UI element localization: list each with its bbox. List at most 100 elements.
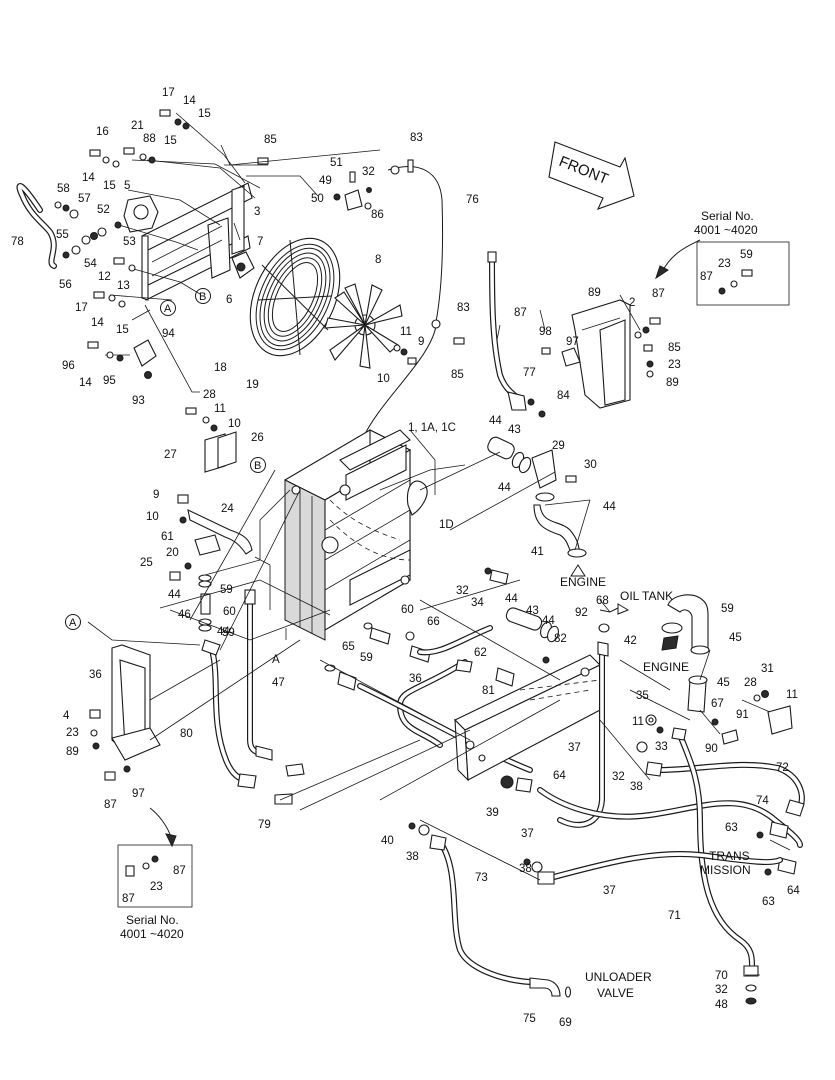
part-label: 9: [153, 489, 159, 501]
callout-a-top: A: [160, 300, 176, 316]
part-label: 89: [66, 746, 79, 758]
part-label: 5: [124, 180, 130, 192]
part-label: 64: [787, 885, 800, 897]
part-label: 88: [143, 133, 156, 145]
part-label: 61: [161, 531, 174, 543]
sensor-wire-76: [220, 144, 465, 441]
part-label: 53: [123, 236, 136, 248]
bracket-2: [541, 299, 661, 409]
part-label: 36: [89, 669, 102, 681]
part-label: 49: [319, 175, 332, 187]
part-label: 67: [711, 698, 724, 710]
part-label: 78: [11, 236, 24, 248]
hose-62-long: [357, 683, 533, 773]
fan-motor-bracket-group: [123, 182, 255, 301]
part-label: 44: [489, 415, 502, 427]
part-label: 36: [409, 673, 422, 685]
oil-tank-pipe-42: [599, 594, 710, 655]
part-label: 24: [221, 503, 234, 515]
part-label: 68: [596, 595, 609, 607]
fan-shroud-ring: [249, 237, 341, 357]
part-label: 3: [254, 206, 260, 218]
part-label: 95: [103, 375, 116, 387]
serial-note-box-top: [655, 239, 790, 306]
part-label: 23: [668, 359, 681, 371]
part-label: 39: [486, 807, 499, 819]
part-label: 76: [466, 194, 479, 206]
part-label: 27: [164, 449, 177, 461]
part-label: 43: [526, 605, 539, 617]
part-label: 4: [63, 710, 70, 722]
serial-note-box-bottom: [117, 807, 193, 908]
part-label: 59: [360, 652, 373, 664]
part-label: 51: [330, 157, 343, 169]
callout-a-lower: A: [65, 614, 81, 630]
part-label: 59: [740, 249, 753, 261]
part-label: 6: [226, 294, 232, 306]
part-label: 50: [311, 193, 324, 205]
part-label: 85: [668, 342, 681, 354]
part-label: 59: [721, 603, 734, 615]
part-label: 10: [377, 373, 390, 385]
hose-74: [537, 761, 805, 876]
part-label: 32: [362, 166, 375, 178]
part-label: 87: [173, 865, 186, 877]
part-label: 89: [666, 377, 679, 389]
part-label: 89: [588, 287, 601, 299]
part-label: 56: [59, 279, 72, 291]
part-label: 47: [272, 677, 285, 689]
part-label: 11: [400, 326, 412, 338]
part-label: 60: [401, 604, 414, 616]
part-label: 87: [122, 893, 135, 905]
part-label: 35: [636, 690, 649, 702]
part-label: 11: [214, 403, 226, 415]
part-label: 10: [228, 418, 241, 430]
serial-note-bottom-line1: Serial No.: [126, 913, 179, 927]
part-label: 52: [97, 204, 110, 216]
mission-label: MISSION: [700, 863, 751, 877]
hose-75: [671, 727, 759, 1005]
part-label: 96: [62, 360, 75, 372]
radiator-hose-1d: [406, 480, 428, 516]
part-label: 11: [632, 716, 644, 728]
part-label: 11: [786, 689, 798, 701]
part-label: 44: [498, 482, 511, 494]
part-label: 38: [519, 863, 532, 875]
engine-label-upper: ENGINE: [560, 575, 606, 589]
part-label: 28: [203, 389, 216, 401]
part-label: 7: [257, 236, 263, 248]
part-label: 58: [57, 183, 70, 195]
part-label: 46: [178, 609, 191, 621]
part-label: 63: [725, 822, 738, 834]
part-label: 92: [575, 607, 588, 619]
part-label: 1D: [439, 519, 454, 531]
small-washers-mid: [408, 714, 664, 873]
part-label: 29: [552, 440, 565, 452]
engine-label-lower: ENGINE: [643, 660, 689, 674]
part-label: 44: [217, 626, 230, 638]
part-label: 41: [531, 546, 544, 558]
part-label: 20: [166, 547, 179, 559]
radiator-core: [283, 429, 412, 641]
part-label: 59: [220, 584, 233, 596]
elbow-31: [687, 675, 793, 745]
leader-lines-main: [87, 294, 791, 976]
leader-lines-top-left: [105, 112, 319, 393]
part-label: 25: [140, 557, 153, 569]
part-label: 32: [456, 585, 469, 597]
part-label: 90: [705, 743, 718, 755]
part-label: 48: [715, 999, 728, 1011]
part-label: 23: [66, 727, 79, 739]
part-label: 74: [756, 795, 769, 807]
part-label: 60: [223, 606, 236, 618]
part-label: 15: [103, 180, 116, 192]
part-label: 80: [180, 728, 193, 740]
serial-note-top-line1: Serial No.: [701, 209, 754, 223]
part-label: 16: [96, 126, 109, 138]
part-label: 31: [761, 663, 774, 675]
part-label: 21: [131, 120, 144, 132]
part-label: 38: [630, 781, 643, 793]
middle-fittings: [324, 567, 559, 691]
fan-blades: [324, 283, 403, 369]
bracket-4: [89, 644, 161, 781]
